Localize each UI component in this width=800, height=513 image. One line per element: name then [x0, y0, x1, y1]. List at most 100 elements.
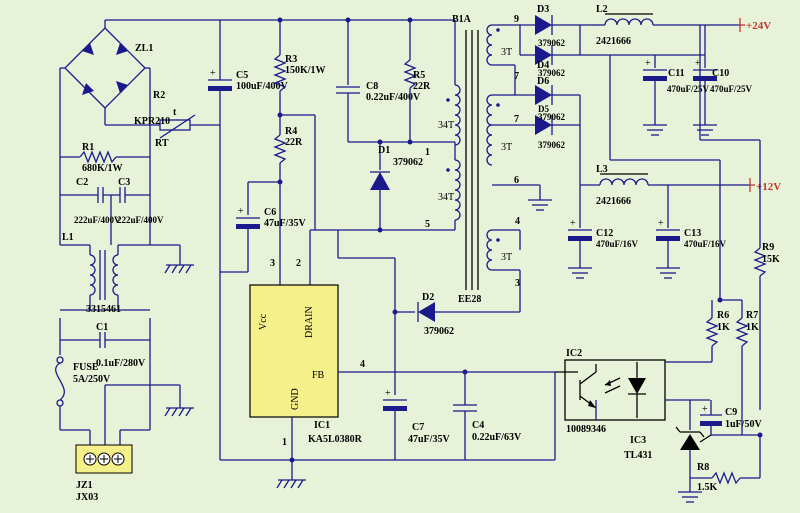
winding-d-label: 3T [501, 142, 512, 153]
c3-label: C3 [118, 177, 130, 188]
d5-value: 379062 [538, 112, 566, 122]
net-3-label: 3 [270, 258, 275, 269]
shunt-regulator-ic3 [675, 426, 712, 450]
r1-label: R1 [82, 142, 94, 153]
r1-value: 680K/1W [82, 163, 123, 174]
d2-value: 379062 [424, 326, 454, 337]
c3-value: 222uF/400V [117, 215, 164, 225]
fuse [55, 356, 91, 445]
c9-label: C9 [725, 407, 737, 418]
ground-symbol-6 [693, 124, 717, 136]
output-24v: +24V [746, 20, 771, 32]
r8-value: 1.5K [697, 482, 718, 493]
c12-label: C12 [596, 228, 613, 239]
c7-label: C7 [412, 422, 424, 433]
l1-label: L1 [62, 232, 74, 243]
c11-label: C11 [668, 68, 685, 79]
c6-label: C6 [264, 207, 276, 218]
c8-label: C8 [366, 81, 378, 92]
c13-label: C13 [684, 228, 701, 239]
ground-symbol-2 [164, 407, 194, 417]
pin-4-label: 4 [515, 216, 520, 227]
pin-7a-label: 7 [514, 71, 519, 82]
ground-symbol-7 [568, 267, 592, 279]
ic1-value: KA5L0380R [308, 434, 363, 445]
svg-text:+: + [210, 68, 216, 79]
zl1-label: ZL1 [135, 43, 153, 54]
c1-value: 0.1uF/280V [96, 358, 146, 369]
c10-label: C10 [712, 68, 729, 79]
c7-value: 47uF/35V [408, 434, 450, 445]
d6-value: 379062 [538, 140, 566, 150]
transformer-b1a [446, 20, 500, 290]
svg-text:+: + [570, 218, 576, 229]
capacitor-c6: + [236, 206, 260, 229]
ee28-label: EE28 [458, 294, 481, 305]
c5-value: 100uF/400V [236, 81, 288, 92]
l2-label: L2 [596, 4, 608, 15]
ic1-gnd-pin: GND [290, 388, 301, 410]
net-2-label: 2 [296, 258, 301, 269]
capacitor-c1 [59, 318, 151, 355]
l3-value: 2421666 [596, 196, 631, 207]
pin-3-label: 3 [515, 278, 520, 289]
c13-value: 470uF/16V [684, 239, 727, 249]
c12-value: 470uF/16V [596, 239, 639, 249]
pin-1-label: 1 [425, 147, 430, 158]
r3-value: 150K/1W [285, 65, 326, 76]
r5-label: R5 [413, 70, 425, 81]
d6-label: D6 [537, 76, 549, 87]
winding-b-label: 34T [438, 120, 454, 131]
ic1-drain-pin: DRAIN [304, 306, 315, 338]
ground-symbol-5 [643, 124, 667, 136]
svg-text:+: + [695, 58, 701, 69]
svg-text:+: + [238, 206, 244, 217]
net-4-label: 4 [360, 359, 365, 370]
ground-symbol-4 [528, 199, 552, 211]
net-1-label: 1 [282, 437, 287, 448]
winding-c-label: 34T [438, 192, 454, 203]
ground-symbol-8 [656, 267, 680, 279]
jz1-label: JZ1 [76, 480, 93, 491]
r4-label: R4 [285, 126, 297, 137]
rt-label: RT [155, 138, 169, 149]
r2-label: R2 [153, 90, 165, 101]
ic3-value: TL431 [624, 450, 652, 461]
r7-value: 1K [746, 322, 759, 333]
jz1-value: JX03 [76, 492, 98, 503]
winding-a-label: 3T [501, 47, 512, 58]
ground-symbol-9 [678, 491, 702, 503]
optocoupler-ic2 [555, 359, 666, 421]
r8-label: R8 [697, 462, 709, 473]
ic1-fb-pin: FB [312, 370, 325, 381]
ground-symbol-3 [276, 479, 306, 489]
bridge-rectifier-zl1 [60, 19, 220, 125]
r2-value: KPR210 [134, 116, 170, 127]
c4-label: C4 [472, 420, 484, 431]
fuse-value: 5A/250V [73, 374, 111, 385]
output-12v: +12V [756, 181, 781, 193]
resistor-r1 [60, 150, 150, 164]
c2-value: 222uF/400V [74, 215, 121, 225]
c10-value: 470uF/25V [710, 84, 753, 94]
d1-value: 379062 [393, 157, 423, 168]
r9-value: 15K [762, 254, 780, 265]
svg-text:+: + [702, 404, 708, 415]
capacitor-c7: + [383, 388, 407, 411]
c8-value: 0.22uF/400V [366, 92, 421, 103]
fuse-label: FUSE [73, 362, 99, 373]
t-label: t [173, 107, 177, 118]
c5-label: C5 [236, 70, 248, 81]
common-mode-choke-l1 [60, 244, 150, 311]
ic2-value: 10089346 [566, 424, 606, 435]
svg-text:+: + [658, 218, 664, 229]
thermistor-r2 [159, 114, 220, 139]
pin-7b-label: 7 [514, 114, 519, 125]
c1-label: C1 [96, 322, 108, 333]
c9-value: 1uF/50V [725, 419, 762, 430]
c4-value: 0.22uF/63V [472, 432, 522, 443]
svg-text:+: + [385, 388, 391, 399]
r3-label: R3 [285, 54, 297, 65]
d3-value: 379062 [538, 38, 566, 48]
r5-value: 22R [413, 81, 431, 92]
